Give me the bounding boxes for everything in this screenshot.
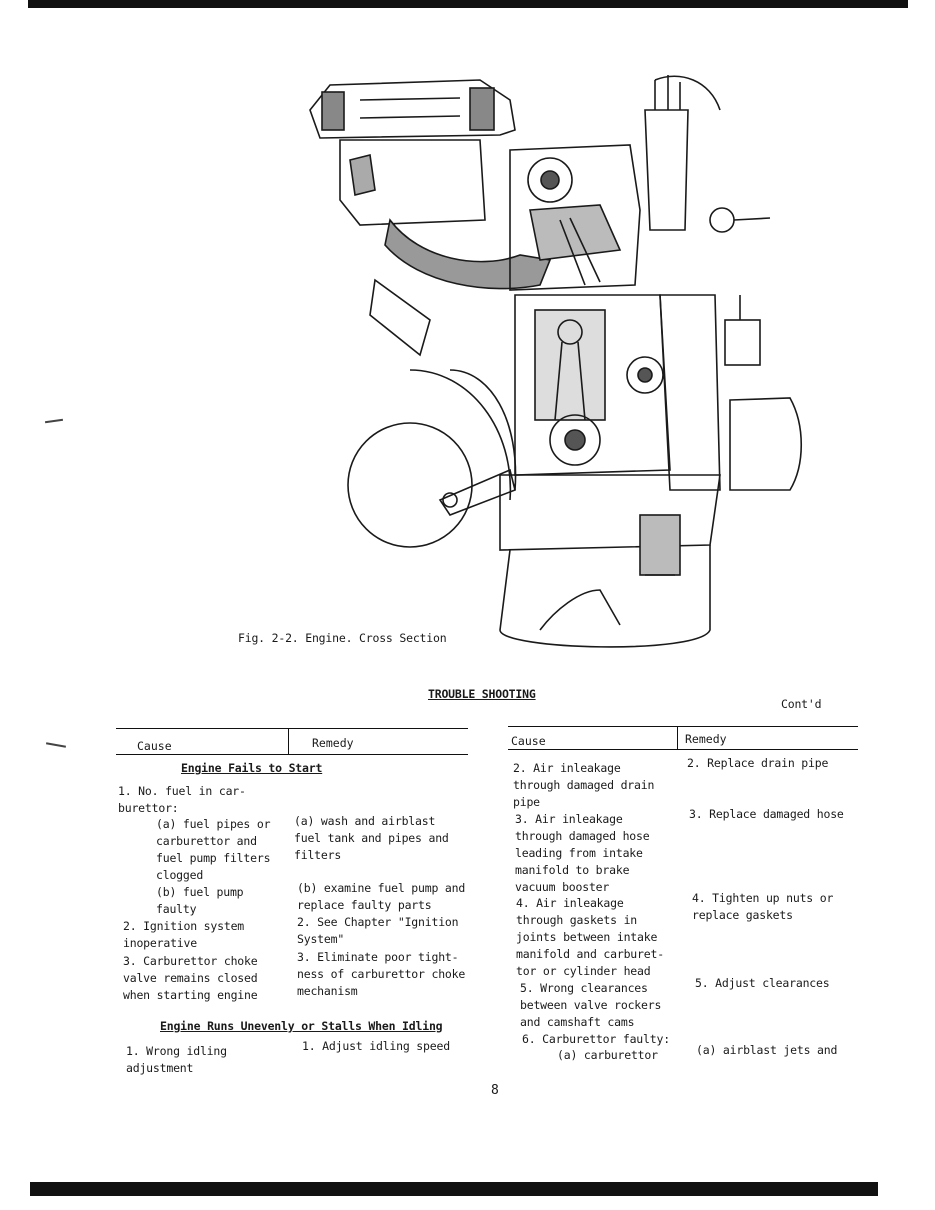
right-cause-6: 6. Carburettor faulty: bbox=[522, 1032, 670, 1046]
left-remedy-1a: (a) wash and airblast fuel tank and pipe… bbox=[294, 814, 449, 862]
left-table-header-rule bbox=[116, 754, 468, 755]
engine-cross-section-illustration bbox=[309, 75, 802, 648]
scan-mark bbox=[44, 418, 64, 424]
left-remedy-1b: (b) examine fuel pump and replace faulty… bbox=[297, 881, 466, 912]
continued-label: Cont'd bbox=[781, 697, 822, 711]
left-cause-1b: (b) fuel pump faulty bbox=[156, 885, 244, 916]
right-table-header-rule bbox=[508, 749, 858, 750]
left-cause-1: 1. No. fuel in car- burettor: bbox=[118, 784, 246, 815]
right-cause-5: 5. Wrong clearances between valve rocker… bbox=[520, 981, 662, 1029]
left-g2-remedy-1: 1. Adjust idling speed bbox=[302, 1039, 450, 1053]
right-header-remedy: Remedy bbox=[685, 732, 727, 746]
left-table-divider bbox=[288, 729, 289, 754]
right-table-divider bbox=[677, 727, 678, 749]
left-table-top-rule bbox=[116, 728, 468, 729]
right-cause-4: 4. Air inleakage through gaskets in join… bbox=[516, 896, 664, 978]
right-cause-6a: (a) carburettor bbox=[557, 1048, 658, 1062]
group-title-engine-fails: Engine Fails to Start bbox=[181, 761, 323, 775]
right-table-top-rule bbox=[508, 726, 858, 727]
scan-top-edge bbox=[28, 0, 908, 8]
right-remedy-4: 4. Tighten up nuts or replace gaskets bbox=[692, 891, 834, 922]
left-remedy-3: 3. Eliminate poor tight- ness of carbure… bbox=[297, 950, 466, 998]
left-header-cause: Cause bbox=[137, 739, 172, 753]
right-remedy-6a: (a) airblast jets and bbox=[696, 1043, 838, 1057]
right-remedy-2: 2. Replace drain pipe bbox=[687, 756, 829, 770]
figure-caption: Fig. 2-2. Engine. Cross Section bbox=[238, 631, 447, 645]
page-number: 8 bbox=[491, 1083, 499, 1098]
right-cause-2: 2. Air inleakage through damaged drain p… bbox=[513, 761, 655, 809]
left-cause-2: 2. Ignition system inoperative bbox=[123, 919, 245, 950]
right-remedy-5: 5. Adjust clearances bbox=[695, 976, 830, 990]
left-remedy-2: 2. See Chapter "Ignition System" bbox=[297, 915, 459, 946]
group-title-runs-unevenly: Engine Runs Unevenly or Stalls When Idli… bbox=[160, 1019, 443, 1033]
right-header-cause: Cause bbox=[511, 734, 546, 748]
scan-mark bbox=[45, 742, 67, 748]
left-header-remedy: Remedy bbox=[312, 736, 354, 750]
left-cause-3: 3. Carburettor choke valve remains close… bbox=[123, 954, 258, 1002]
right-cause-3: 3. Air inleakage through damaged hose le… bbox=[515, 812, 650, 894]
left-cause-1a: (a) fuel pipes or carburettor and fuel p… bbox=[156, 817, 271, 882]
right-remedy-3: 3. Replace damaged hose bbox=[689, 807, 844, 821]
scan-bottom-edge bbox=[30, 1182, 878, 1196]
section-title: TROUBLE SHOOTING bbox=[428, 687, 536, 701]
left-g2-cause-1: 1. Wrong idling adjustment bbox=[126, 1044, 227, 1075]
